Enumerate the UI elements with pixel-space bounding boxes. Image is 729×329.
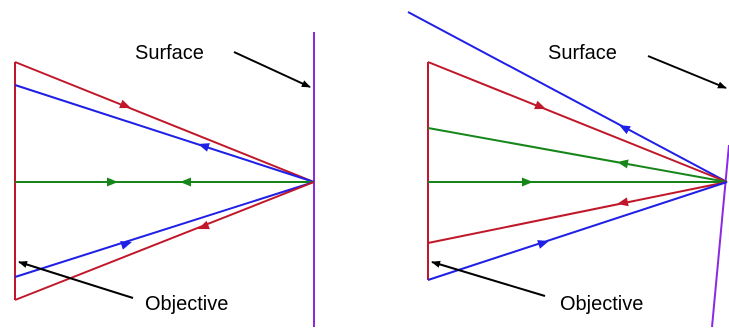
right-surface-label: Surface [548,42,617,64]
left-blue-upper-arrowhead [198,143,210,152]
left-surface-label: Surface [135,42,204,64]
left-objective-label: Objective [145,293,228,315]
right-green-upper-arrowhead [617,159,629,169]
left-red-lower-arrowhead [198,220,210,230]
right-blue-upper-arrowhead [619,125,631,135]
right-objective-label: Objective [560,293,643,315]
left-red-upper-arrowhead [119,99,131,109]
right-blue-lower-arrowhead [537,240,549,249]
right-objective-pointer [431,260,546,297]
right-red-lower-arrowhead [617,197,629,207]
right-blue-ray-lower [427,181,728,281]
right-blue-ray-incoming [407,11,728,183]
left-blue-lower-arrowhead [120,241,132,250]
right-red-ray-upper [427,61,728,183]
left-surface-pointer [233,51,311,88]
left-objective-pointer [18,261,134,299]
right-red-upper-arrowhead [534,100,546,110]
left-green-arrowhead-right [107,177,118,187]
left-red-ray-upper [14,61,315,183]
right-surface [711,144,729,328]
left-panel: Surface Objective [14,32,315,327]
right-red-ray-lower [427,181,728,244]
left-red-ray-lower [14,181,315,301]
right-surface-pointer [647,55,727,89]
left-blue-ray-upper [14,84,315,183]
left-green-arrowhead-left [180,177,191,187]
right-panel: Surface Objective [407,11,729,328]
left-blue-ray-lower [14,181,315,278]
right-green-middle-arrowhead [522,177,533,187]
right-green-ray-upper [427,127,728,183]
